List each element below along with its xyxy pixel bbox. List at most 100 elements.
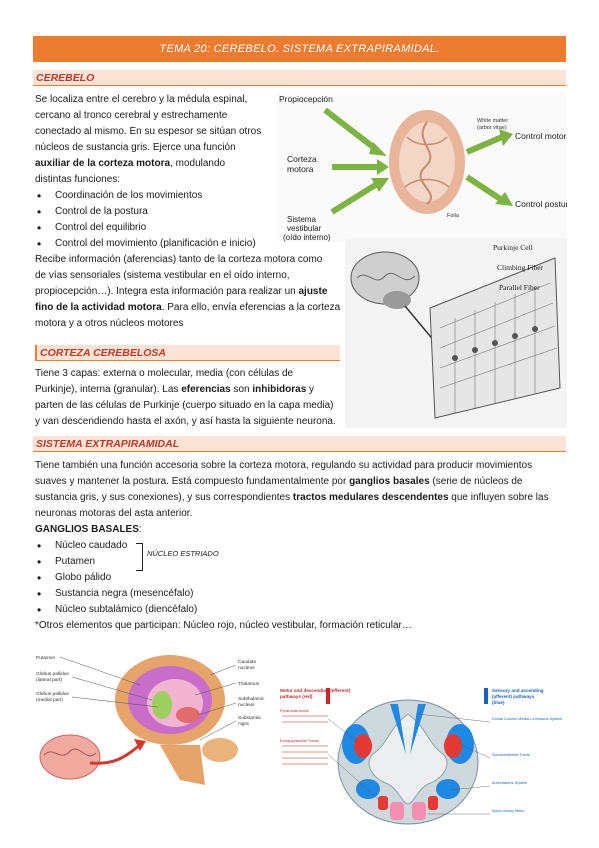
label-thalamus: Thalamus — [238, 681, 260, 687]
label-nucleus: nucleus — [238, 665, 255, 671]
text-span: son — [230, 384, 253, 395]
label-pyramidal: Pyramidal tracts — [280, 708, 309, 713]
text-line: conectado al mismo. En su espesor se sit… — [35, 126, 262, 137]
bracket — [136, 543, 143, 571]
purkinje-figure: Purkinje Cell Climbing Fiber Parallel Fi… — [345, 238, 567, 428]
bold-text: ganglios basales — [349, 476, 430, 487]
label-purkinje: Purkinje Cell — [493, 243, 533, 252]
cerebelo-recibe: Recibe información (aferencias) tanto de… — [35, 252, 345, 332]
label-spinoolivary: Spino-olivary fibers — [492, 809, 524, 813]
label-caudate: Caudate — [238, 659, 256, 665]
label-climbing: Climbing Fiber — [497, 263, 544, 272]
text-line: GANGLIOS BASALES: — [35, 522, 565, 538]
list-item: Núcleo subtalámico (diencéfalo) — [35, 602, 565, 618]
text-line: distintas funciones: — [35, 174, 121, 185]
text-line: cercano al tronco cerebral y estrechamen… — [35, 110, 228, 121]
label-subthalamic-2: nucleus — [238, 702, 255, 708]
bold-text: auxiliar de la corteza motora — [35, 158, 171, 169]
label-med-part: (medial part) — [36, 697, 63, 703]
label-white-matter-1: White matter — [477, 118, 508, 124]
page-title: TEMA 20: CEREBELO. SISTEMA EXTRAPIRAMIDA… — [33, 36, 566, 62]
text-span: (serie de núcleos de — [429, 476, 523, 487]
section-heading-cerebelo: CEREBELO — [33, 70, 566, 86]
bold-text: GANGLIOS BASALES — [35, 524, 139, 535]
label-control-motor: Control motor — [515, 131, 567, 141]
label-antero: Anterolateral System — [492, 781, 527, 785]
label-right-title-2: (afferent) pathways — [492, 694, 535, 699]
text-line: propiocepción…). Integra esta informació… — [35, 284, 345, 300]
text-line: Recibe información (aferencias) tanto de… — [35, 254, 323, 265]
list-item: Coordinación de los movimientos — [35, 188, 275, 204]
corteza-text: Tiene 3 capas: externa o molecular, medi… — [35, 366, 370, 430]
text-span: sustancia gris, y sus conexiones), y sus… — [35, 492, 293, 503]
text-span: y — [306, 384, 315, 395]
label-propiocepcion: Propiocepción — [279, 94, 333, 104]
label-lat-part: (lateral part) — [36, 677, 62, 683]
label-folia: Folia — [447, 213, 460, 219]
text-line: sustancia gris, y sus conexiones), y sus… — [35, 490, 565, 506]
text-line: auxiliar de la corteza motora, modulando — [35, 156, 275, 172]
text-line: parten de las células de Purkinje (cuerp… — [35, 400, 334, 411]
text-line: de vías sensoriales (sistema vestibular … — [35, 270, 290, 281]
label-sistema-1: Sistema — [287, 215, 316, 224]
text-line: Se localiza entre el cerebro y la médula… — [35, 94, 248, 105]
section-heading-corteza: CORTEZA CEREBELOSA — [35, 345, 340, 361]
bold-text: inhibidoras — [252, 384, 307, 395]
list-item: Núcleo caudado — [35, 538, 565, 554]
label-globus-med: Globus pallidus — [36, 691, 69, 697]
label-globus-lat: Globus pallidus — [36, 671, 69, 677]
label-sistema-3: (oído interno) — [283, 233, 331, 242]
bold-text: ajuste — [298, 286, 328, 297]
label-nigra: nigra — [238, 721, 249, 727]
text-line: Tiene también una función accesoria sobr… — [35, 460, 533, 471]
text-line: motora y a otros núcleos motores — [35, 318, 184, 329]
text-line: núcleos de sustancia gris. Ejerce una fu… — [35, 142, 236, 153]
label-dorsal: Dorsal Column Medial Lemniscus System — [492, 717, 562, 721]
bold-text: tractos medulares descendentes — [292, 492, 449, 503]
text-line: suaves y mantener la postura. Está compu… — [35, 474, 565, 490]
cerebelo-intro: Se localiza entre el cerebro y la médula… — [35, 92, 275, 252]
list-item: Putamen — [35, 554, 565, 570]
basal-ganglia-figure: Putamen Globus pallidus (lateral part) G… — [30, 645, 270, 795]
label-corteza-1: Corteza — [287, 154, 317, 164]
ganglios-list: Núcleo caudado Putamen Globo pálido Sust… — [35, 538, 565, 618]
text-line: neuronas motoras del asta anterior. — [35, 508, 193, 519]
text-line: y van descendiendo hasta el axón, y así … — [35, 416, 336, 427]
estriado-label: NÚCLEO ESTRIADO — [147, 549, 219, 558]
label-spino: Spinocerebellar Tracts — [492, 753, 530, 757]
label-putamen: Putamen — [36, 655, 56, 661]
bold-text: eferencias — [181, 384, 231, 395]
text-line: Tiene 3 capas: externa o molecular, medi… — [35, 368, 294, 379]
list-item: Control del equilibrio — [35, 220, 275, 236]
text-span: Purkinje), interna (granular). Las — [35, 384, 182, 395]
cerebellum-flow-figure: Propiocepción Corteza motora Sistema ves… — [277, 92, 567, 242]
text-line: *Otros elementos que participan: Núcleo … — [35, 620, 412, 631]
bold-text: fino de la actividad motora — [35, 302, 162, 313]
list-item: Sustancia negra (mesencéfalo) — [35, 586, 565, 602]
text-line: Purkinje), interna (granular). Las efere… — [35, 382, 370, 398]
label-control-postural: Control postural — [515, 199, 567, 209]
label-right-title-3: (blue) — [492, 700, 505, 705]
label-extrapyramidal: Extrapyramidal Tracts — [280, 738, 319, 743]
text-span: , modulando — [170, 158, 226, 169]
section-heading-extrapiramidal: SISTEMA EXTRAPIRAMIDAL — [33, 436, 566, 452]
label-white-matter-2: (arbor vitae) — [477, 125, 507, 131]
text-span: suaves y mantener la postura. Está compu… — [35, 476, 350, 487]
label-left-title-1: Motor and descending (efferent) — [280, 688, 351, 693]
label-subthalamic: Subthalamic — [238, 696, 265, 702]
label-sistema-2: vestibular — [287, 224, 322, 233]
label-substantia: Substantia — [238, 715, 261, 721]
label-parallel: Parallel Fiber — [499, 283, 540, 292]
spinal-cord-figure: Motor and descending (efferent) pathways… — [278, 684, 568, 834]
text-line: fino de la actividad motora. Para ello, … — [35, 300, 345, 316]
label-right-title-1: Sensory and ascending — [492, 688, 544, 693]
extrapiramidal-text: Tiene también una función accesoria sobr… — [35, 458, 565, 634]
list-item: Control de la postura — [35, 204, 275, 220]
text-span: propiocepción…). Integra esta informació… — [35, 286, 299, 297]
list-item: Globo pálido — [35, 570, 565, 586]
list-item: Control del movimiento (planificación e … — [35, 236, 275, 252]
functions-list: Coordinación de los movimientos Control … — [35, 188, 275, 252]
text-span: que influyen sobre las — [448, 492, 549, 503]
label-corteza-2: motora — [287, 164, 314, 174]
text-span: : — [138, 524, 142, 535]
